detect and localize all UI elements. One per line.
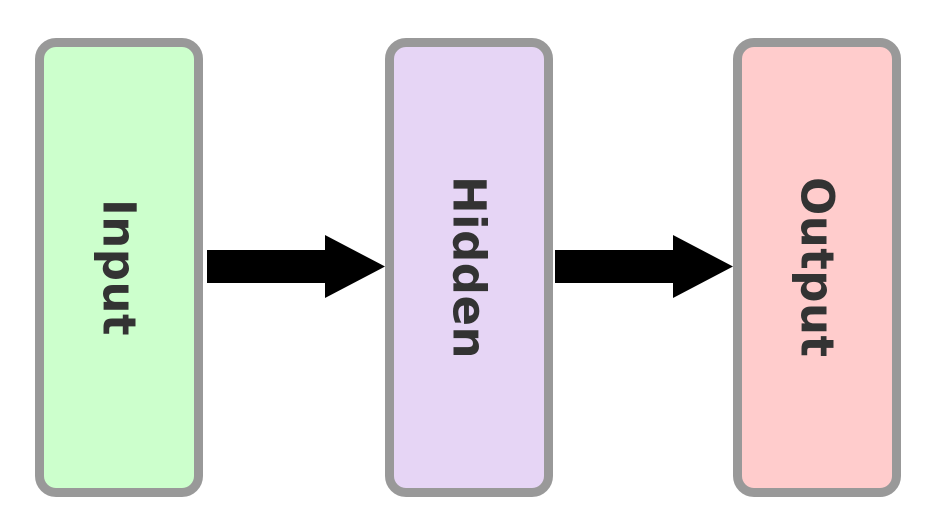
- arrow-shape: [555, 235, 733, 298]
- arrow-input-to-hidden: [207, 235, 385, 298]
- node-output[interactable]: Output: [733, 38, 901, 497]
- node-hidden-label: Hidden: [442, 175, 496, 360]
- node-output-label: Output: [790, 177, 844, 358]
- arrow-hidden-to-output: [555, 235, 733, 298]
- node-hidden[interactable]: Hidden: [385, 38, 553, 497]
- node-input[interactable]: Input: [35, 38, 203, 497]
- arrow-shape: [207, 235, 385, 298]
- node-input-label: Input: [92, 198, 146, 337]
